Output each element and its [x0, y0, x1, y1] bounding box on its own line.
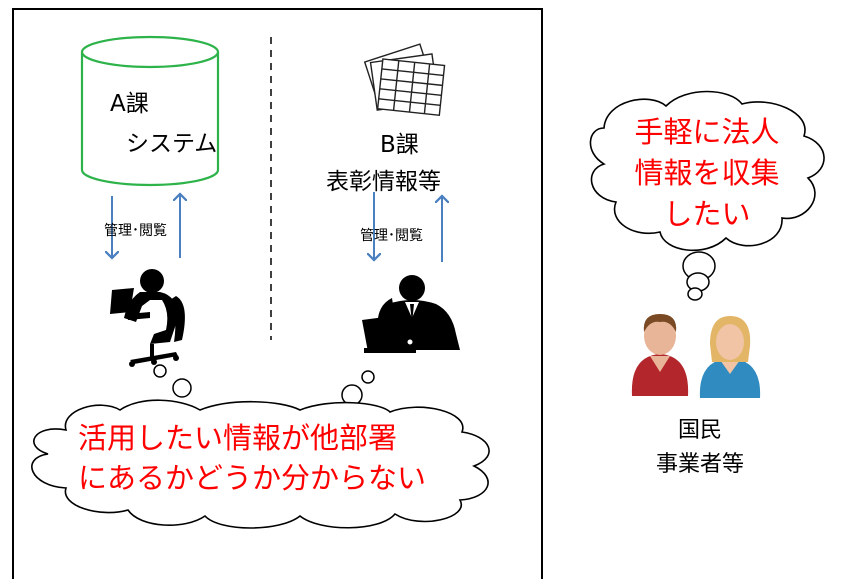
worker-silhouette-b-icon [362, 275, 460, 353]
thought-dot [153, 364, 167, 378]
section-a-subtitle: システム [126, 131, 218, 157]
citizens-label-line2: 事業者等 [655, 452, 744, 477]
section-b-title: B課 [380, 132, 419, 158]
citizens-avatar-icon [631, 314, 761, 398]
citizen-thought-cloud [589, 90, 825, 252]
thought-dot [172, 378, 192, 398]
staff-thought-line1: 活用したい情報が他部署 [78, 421, 398, 455]
citizen-thought-line3: したい [663, 197, 751, 231]
staff-thought-line2: にあるかどうか分からない [78, 461, 427, 495]
citizen-thought-line2: 情報を収集 [634, 156, 780, 190]
citizen-thought-line1: 手軽に法人 [634, 115, 780, 149]
thought-dot [361, 370, 375, 384]
database-cylinder-icon [80, 35, 220, 187]
section-b-subtitle: 表彰情報等 [326, 169, 441, 195]
worker-silhouette-a-icon [110, 269, 185, 367]
citizens-label-line1: 国民 [677, 418, 722, 443]
thought-dot [687, 287, 703, 301]
section-a-arrow-label: 管理･閲覧 [104, 223, 167, 239]
staff-thought-cloud [31, 399, 490, 529]
section-b-arrow-label: 管理･閲覧 [360, 228, 423, 244]
section-a-title: A課 [110, 91, 149, 117]
spreadsheet-documents-icon [363, 43, 446, 116]
office-boundary [12, 8, 543, 579]
